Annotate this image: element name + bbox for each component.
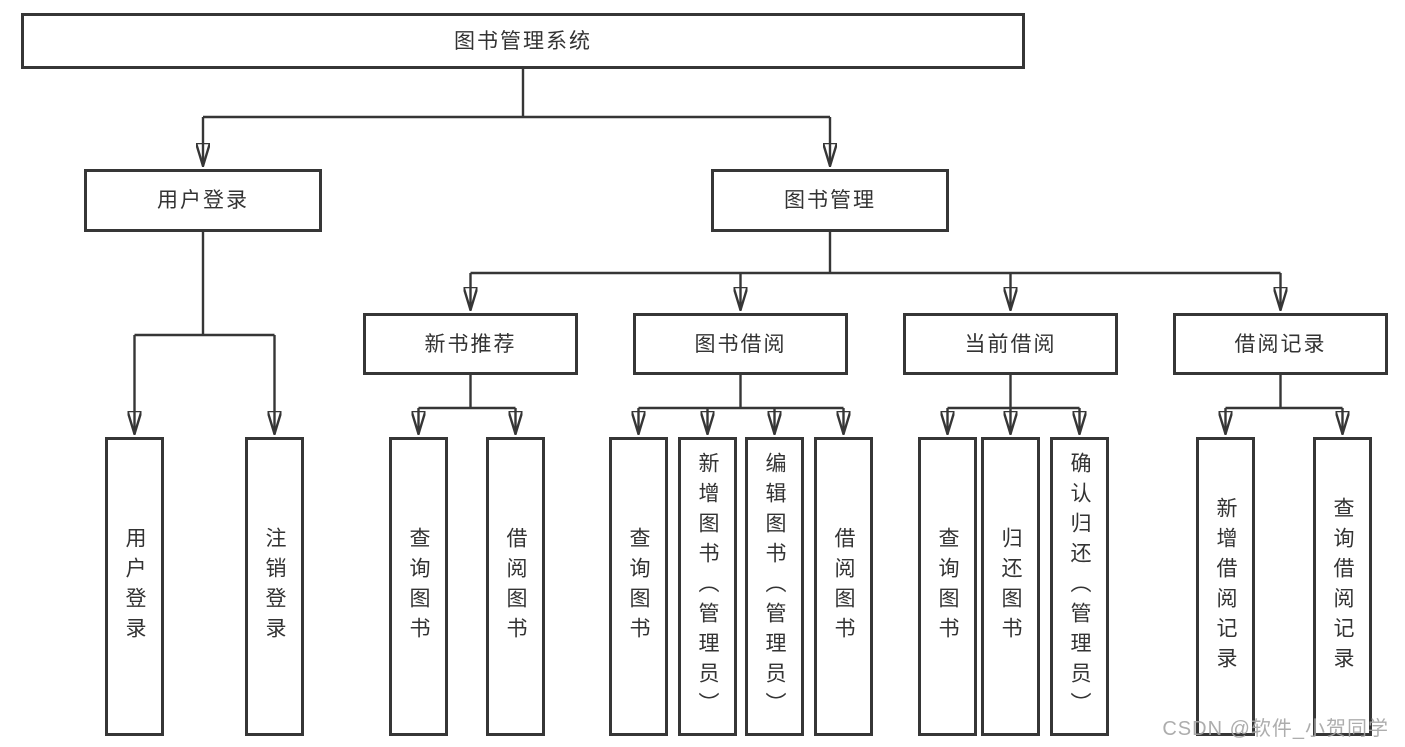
node-book-management: 图书管理: [711, 169, 949, 232]
node-label: 用户登录: [157, 189, 249, 212]
node-label: 图书借阅: [694, 332, 787, 356]
node-label: 查询图书: [407, 526, 430, 647]
node-label: 确认归还（管理员）: [1068, 451, 1091, 722]
node-current-borrowing: 当前借阅: [903, 313, 1118, 375]
node-label: 新增图书（管理员）: [696, 451, 719, 722]
node-label: 当前借阅: [964, 332, 1057, 356]
node-label: 用户登录: [123, 526, 146, 647]
node-label: 编辑图书（管理员）: [763, 451, 786, 722]
leaf-borrowing-edit-books-admin: 编辑图书（管理员）: [745, 437, 804, 736]
leaf-borrowing-query-books: 查询图书: [609, 437, 668, 736]
leaf-user-login: 用户登录: [105, 437, 164, 736]
leaf-newbook-borrow-books: 借阅图书: [486, 437, 545, 736]
node-borrowing-records: 借阅记录: [1173, 313, 1388, 375]
leaf-current-confirm-return-admin: 确认归还（管理员）: [1050, 437, 1109, 736]
leaf-borrowing-add-books-admin: 新增图书（管理员）: [678, 437, 737, 736]
node-label: 查询图书: [936, 526, 959, 647]
node-label: 新书推荐: [424, 332, 517, 356]
leaf-newbook-query-books: 查询图书: [389, 437, 448, 736]
node-label: 新增借阅记录: [1214, 496, 1237, 677]
node-new-book-recommendation: 新书推荐: [363, 313, 578, 375]
node-label: 归还图书: [999, 526, 1022, 647]
node-user-login: 用户登录: [84, 169, 322, 232]
node-label: 查询借阅记录: [1331, 496, 1354, 677]
leaf-records-add-borrow-record: 新增借阅记录: [1196, 437, 1255, 736]
leaf-logout-login: 注销登录: [245, 437, 304, 736]
node-label: 借阅图书: [504, 526, 527, 647]
node-label: 注销登录: [263, 526, 286, 647]
node-book-borrowing: 图书借阅: [633, 313, 848, 375]
node-label: 借阅图书: [832, 526, 855, 647]
leaf-records-query-borrow-record: 查询借阅记录: [1313, 437, 1372, 736]
node-label: 图书管理系统: [454, 29, 592, 53]
node-label: 借阅记录: [1234, 332, 1327, 356]
node-label: 查询图书: [627, 526, 650, 647]
leaf-current-return-books: 归还图书: [981, 437, 1040, 736]
node-label: 图书管理: [784, 189, 876, 212]
csdn-watermark: CSDN @软件_小贺同学: [1162, 718, 1389, 740]
node-library-management-system: 图书管理系统: [21, 13, 1025, 69]
leaf-borrowing-borrow-books: 借阅图书: [814, 437, 873, 736]
leaf-current-query-books: 查询图书: [918, 437, 977, 736]
